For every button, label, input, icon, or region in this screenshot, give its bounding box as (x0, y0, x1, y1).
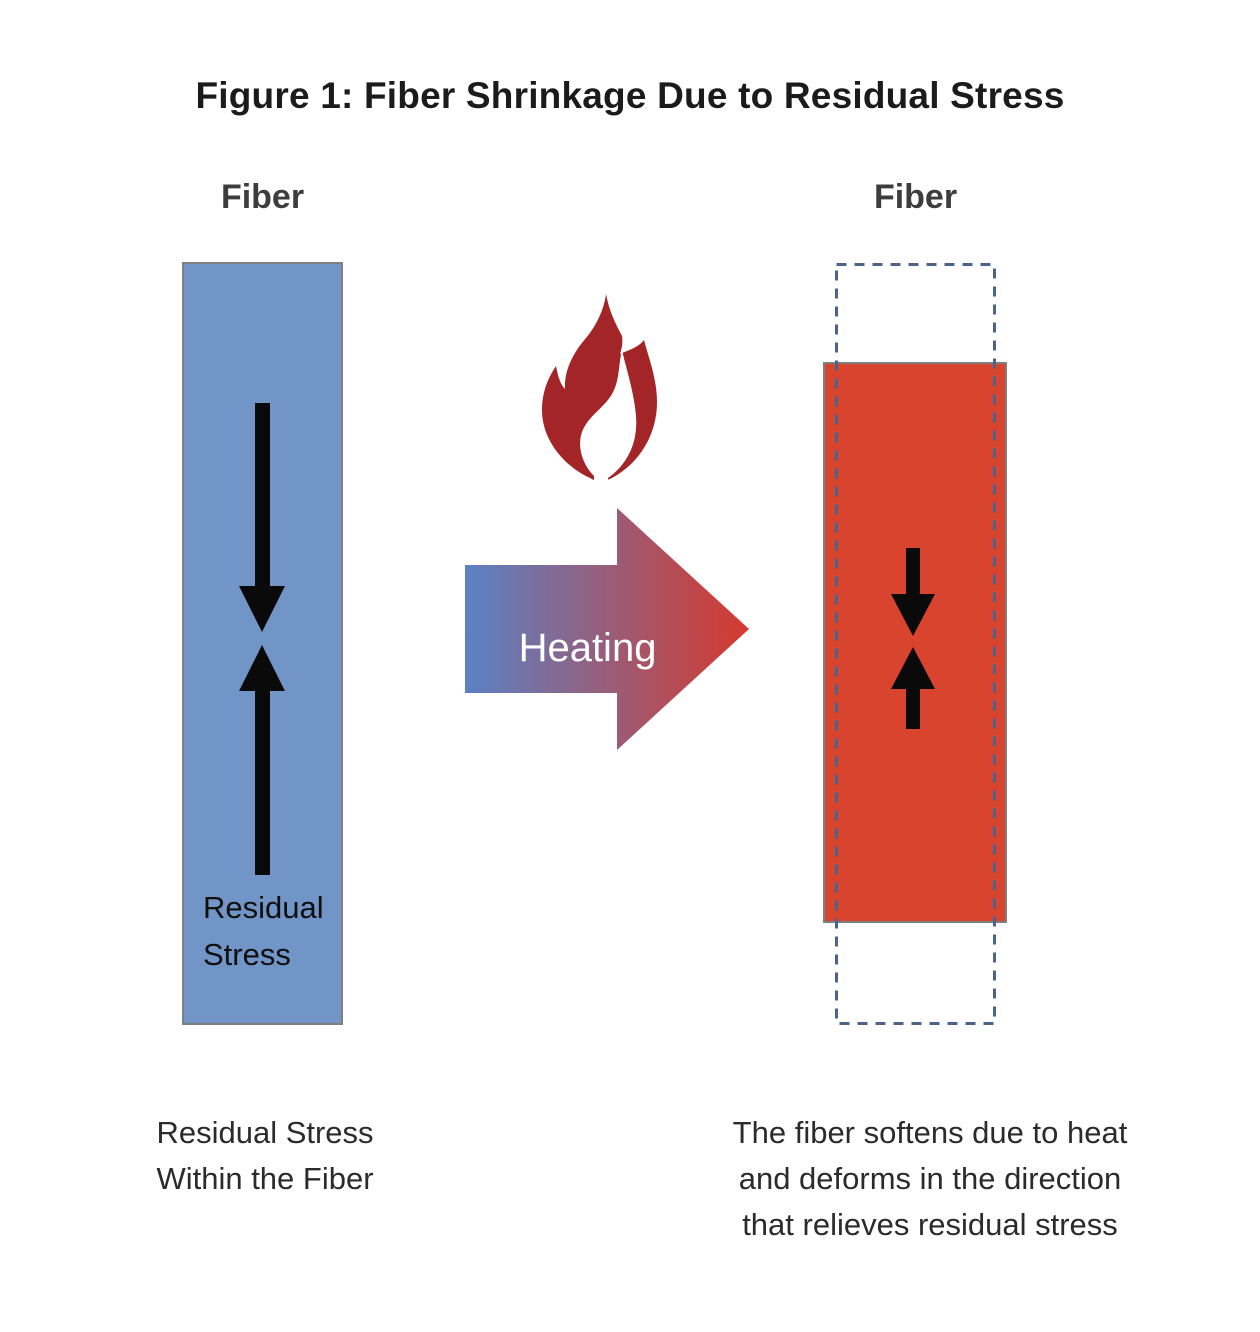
fiber-after-rect (823, 362, 1007, 923)
residual-stress-label: Residual Stress (203, 884, 324, 978)
compression-arrows-after-icon (891, 548, 935, 729)
arrow-up-icon (891, 647, 935, 729)
before-caption: Residual Stress Within the Fiber (110, 1110, 420, 1202)
figure-title: Figure 1: Fiber Shrinkage Due to Residua… (195, 75, 1065, 116)
residual-stress-label-line1: Residual (203, 890, 324, 925)
original-size-dashed-outline (835, 263, 996, 1025)
flame-inner-highlight (580, 350, 637, 482)
fiber-before-rect (182, 262, 343, 1025)
after-fiber-header: Fiber (873, 178, 958, 216)
heating-arrow-shape (465, 508, 749, 750)
before-caption-line1: Residual Stress (156, 1115, 374, 1150)
after-caption-line2: and deforms in the direction (738, 1161, 1122, 1196)
flame-icon (542, 294, 657, 482)
heating-arrow (465, 508, 749, 750)
after-caption-line1: The fiber softens due to heat (732, 1115, 1128, 1150)
arrow-down-icon (891, 548, 935, 636)
after-caption-line3: that relieves residual stress (742, 1207, 1118, 1242)
compression-arrows-before-icon (239, 403, 285, 875)
residual-stress-label-line2: Stress (203, 937, 291, 972)
after-caption: The fiber softens due to heat and deform… (670, 1110, 1190, 1248)
arrow-down-icon (239, 403, 285, 632)
arrow-up-icon (239, 645, 285, 875)
before-caption-line2: Within the Fiber (156, 1161, 374, 1196)
before-fiber-header: Fiber (220, 178, 305, 216)
heating-label: Heating (518, 626, 657, 670)
